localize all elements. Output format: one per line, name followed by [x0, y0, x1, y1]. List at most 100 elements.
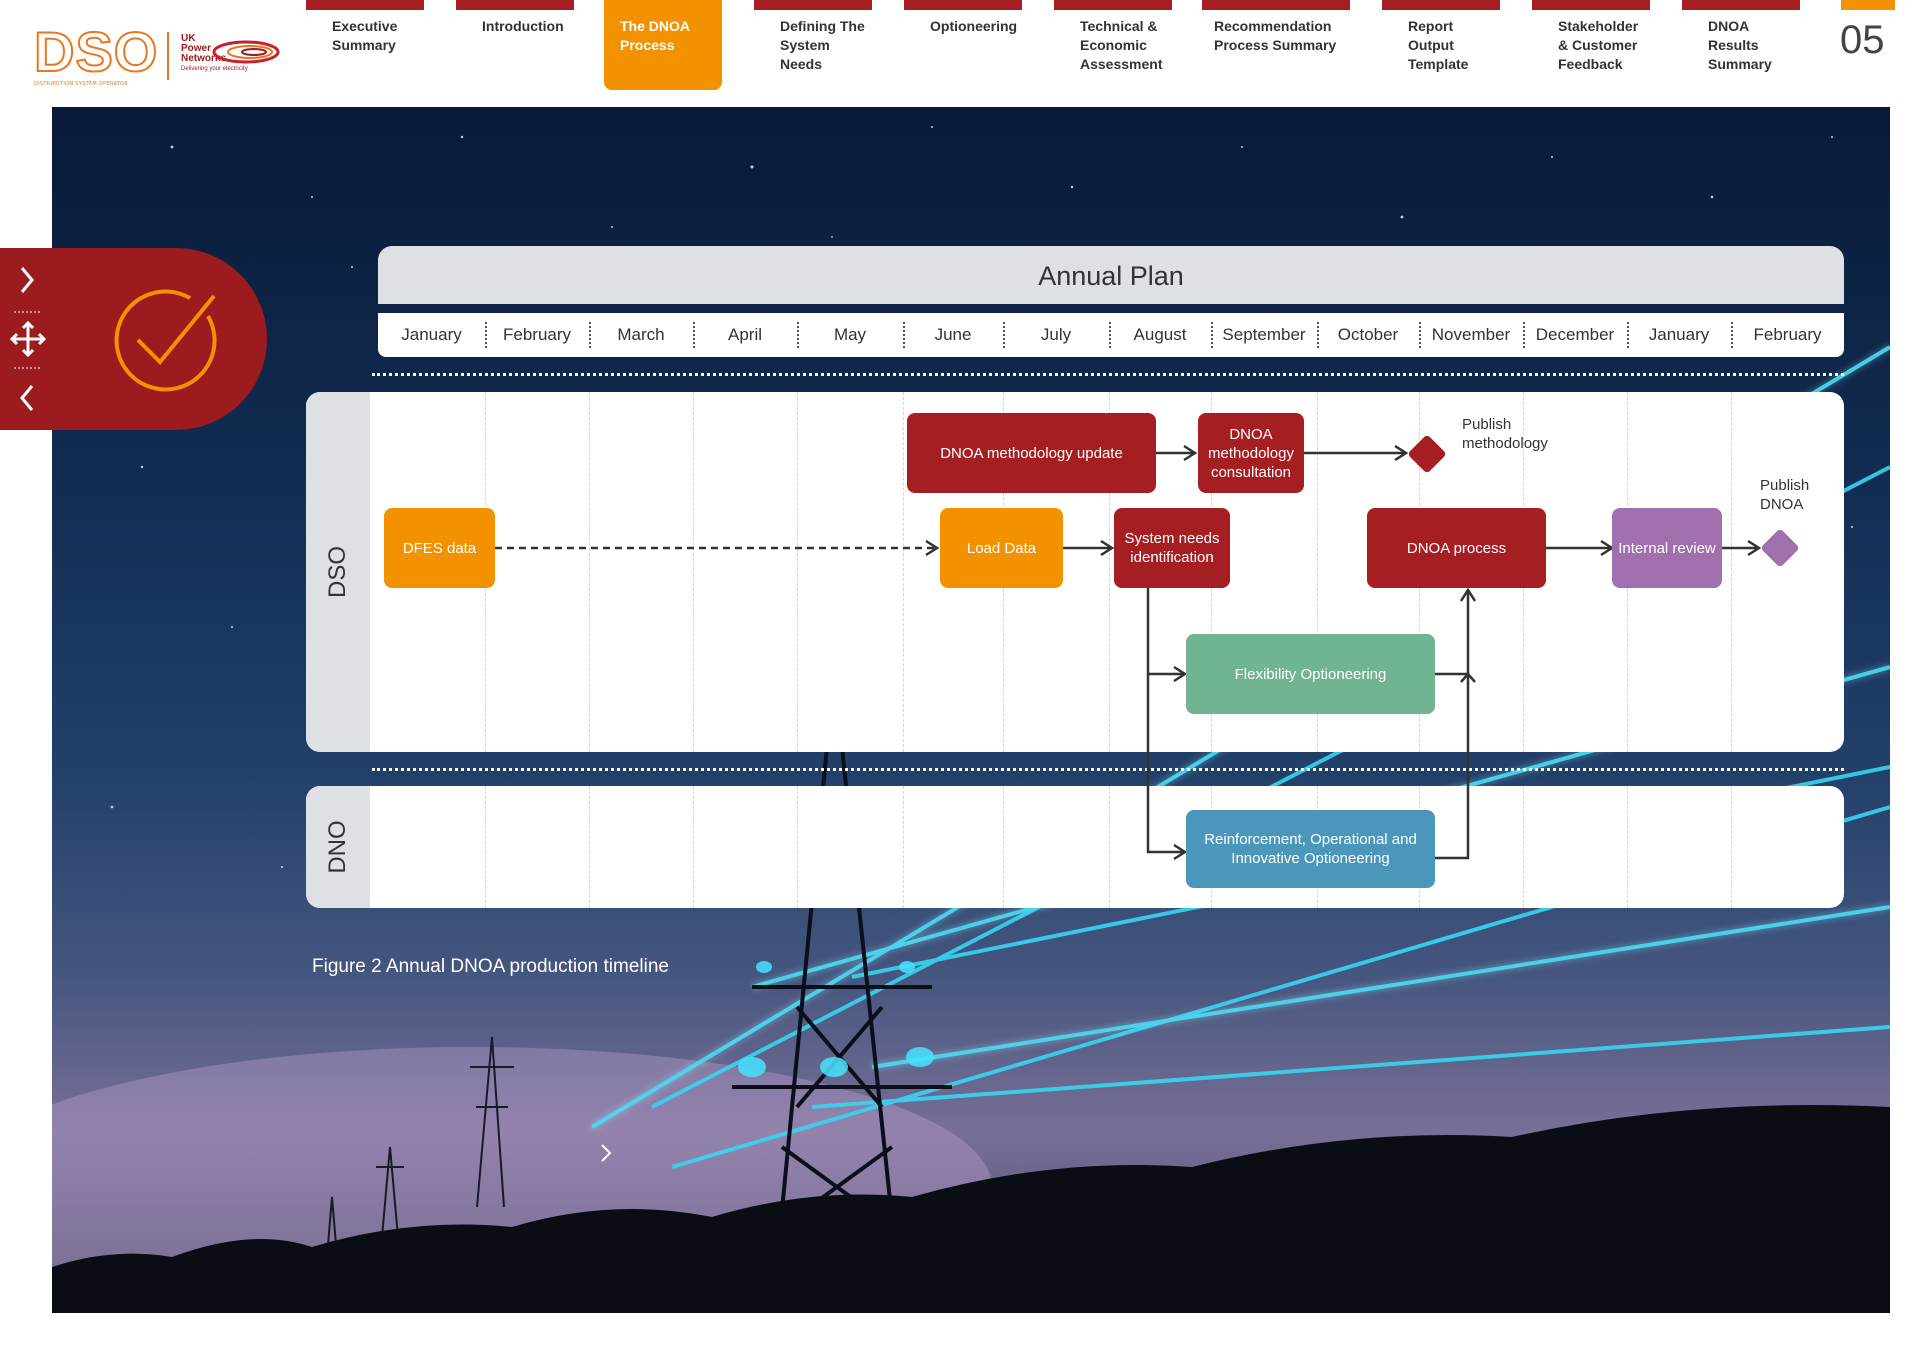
grid-line [1523, 786, 1524, 908]
publish-methodology-milestone [1408, 435, 1446, 473]
side-widget [0, 248, 267, 430]
ukpn-line2: Power [181, 43, 212, 54]
methodology-consultation-box[interactable]: DNOA methodology consultation [1198, 413, 1304, 493]
dso-logo-tagline: DISTRIBUTION SYSTEM OPERATOR [34, 81, 129, 87]
nav-bar [1532, 0, 1650, 10]
nav-label: DNOA Results Summary [1708, 18, 1772, 72]
dotted-separator [372, 768, 1844, 771]
dnoa-process-box[interactable]: DNOA process [1367, 508, 1546, 588]
month-label: August [1133, 325, 1187, 344]
dso-lane-label-column: DSO [306, 392, 370, 752]
methodology-update-box[interactable]: DNOA methodology update [907, 413, 1156, 493]
month-divider [1523, 322, 1525, 348]
load-to-sysneeds-arrow [1063, 539, 1115, 557]
grid-line [1731, 392, 1732, 752]
dno-lane-label-column: DNO [306, 786, 370, 908]
nav-bar [456, 0, 574, 10]
reinforcement-optioneering-box[interactable]: Reinforcement, Operational and Innovativ… [1186, 810, 1435, 888]
logo[interactable]: DSO DISTRIBUTION SYSTEM OPERATOR UK Powe… [33, 21, 280, 87]
dotted-separator [372, 373, 1844, 376]
nav-stakeholder[interactable]: Stakeholder & Customer Feedback [1532, 0, 1650, 90]
grid-line [589, 786, 590, 908]
month-divider [1731, 322, 1733, 348]
nav-bar [1202, 0, 1350, 10]
grid-line [797, 786, 798, 908]
month-label: April [727, 325, 762, 344]
nav-label: Defining The System Needs [780, 18, 865, 72]
page-number-bar [1841, 0, 1895, 10]
publish-dnoa-label: Publish DNOA [1760, 477, 1810, 513]
methupdate-to-consult-arrow [1156, 444, 1198, 462]
internal-review-box[interactable]: Internal review [1612, 508, 1722, 588]
month-divider [1627, 322, 1629, 348]
month-label: February [1753, 325, 1822, 344]
review-to-publish-arrow [1722, 539, 1762, 557]
nav-optioneering[interactable]: Optioneering [904, 0, 1022, 90]
nav-the-dnoa-process[interactable]: The DNOA Process [604, 0, 722, 90]
month-divider [797, 322, 799, 348]
grid-line [1731, 786, 1732, 908]
nav-introduction[interactable]: Introduction [456, 0, 574, 90]
grid-line [485, 786, 486, 908]
move-icon[interactable] [9, 320, 47, 358]
header: DSO DISTRIBUTION SYSTEM OPERATOR UK Powe… [0, 0, 1920, 104]
month-label: May [833, 325, 867, 344]
nav-bar [904, 0, 1022, 10]
nav-executive-summary[interactable]: Executive Summary [306, 0, 424, 90]
nav-label: Report Output Template [1408, 18, 1469, 72]
sysneeds-to-reinf-arrow [1146, 588, 1188, 861]
nav-technical-economic[interactable]: Technical & Economic Assessment [1054, 0, 1172, 90]
month-label: February [502, 325, 572, 344]
grid-line [1003, 786, 1004, 908]
month-label: December [1535, 325, 1615, 344]
load-data-box[interactable]: Load Data [940, 508, 1063, 588]
nav-bar [1382, 0, 1500, 10]
dso-logo-text: DSO [33, 20, 159, 83]
month-label: January [401, 325, 462, 344]
month-divider [1419, 322, 1421, 348]
month-label: March [617, 325, 665, 344]
nav-bar [1682, 0, 1800, 10]
dfes-data-box[interactable]: DFES data [384, 508, 495, 588]
grid-line [1317, 392, 1318, 752]
nav-bar [604, 0, 722, 10]
nav-recommendation[interactable]: Recommendation Process Summary [1202, 0, 1350, 90]
nav-report-output[interactable]: Report Output Template [1382, 0, 1500, 90]
ukpn-line3: Networks [181, 53, 227, 64]
month-label: November [1431, 325, 1511, 344]
grid-line [589, 392, 590, 752]
nav-dnoa-results[interactable]: DNOA Results Summary [1682, 0, 1800, 90]
grid-line [693, 786, 694, 908]
nav-label: Recommendation Process Summary [1214, 18, 1337, 53]
chevron-left-icon[interactable] [20, 385, 34, 411]
grid-line [1109, 786, 1110, 908]
grid-line [1627, 786, 1628, 908]
month-divider [1317, 322, 1319, 348]
chevron-right-icon[interactable] [20, 267, 34, 293]
grid-line [797, 392, 798, 752]
chevron-right-icon[interactable] [601, 1144, 612, 1162]
month-divider [589, 322, 591, 348]
nav-bar [306, 0, 424, 10]
arrow-head [925, 539, 940, 557]
month-label: July [1040, 325, 1072, 344]
grid-line [1109, 392, 1110, 752]
ukpn-logo: UK Power Networks Delivering your electr… [181, 34, 248, 74]
month-label: June [934, 325, 972, 344]
month-row: January February March April May June Ju… [378, 313, 1844, 357]
month-label: January [1648, 325, 1710, 344]
month-label: September [1222, 325, 1306, 344]
logo-separator [167, 32, 169, 80]
nav-label: Technical & Economic Assessment [1080, 18, 1163, 72]
reinf-to-dnoa-arrow [1435, 587, 1477, 860]
month-divider [903, 322, 905, 348]
system-needs-box[interactable]: System needs identification [1114, 508, 1230, 588]
publish-methodology-label: Publish methodology [1462, 416, 1548, 452]
nav-label: Introduction [482, 18, 564, 34]
consult-to-publish-arrow [1304, 444, 1409, 462]
nav-defining-system-needs[interactable]: Defining The System Needs [754, 0, 872, 90]
flexibility-optioneering-box[interactable]: Flexibility Optioneering [1186, 634, 1435, 714]
grid-line [903, 392, 904, 752]
